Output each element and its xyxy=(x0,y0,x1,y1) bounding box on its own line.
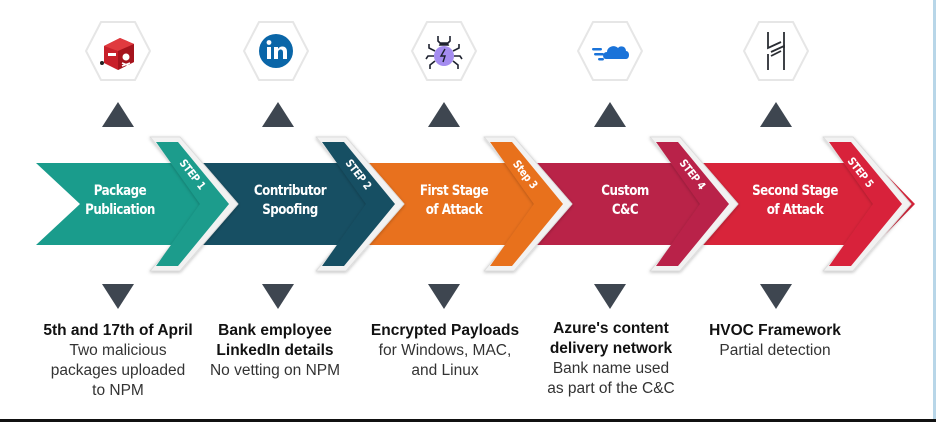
stage-title-line: Spoofing xyxy=(262,202,318,218)
step-description-3: Encrypted Payloads for Windows, MAC, and… xyxy=(360,321,530,381)
stage-title-line: Contributor xyxy=(253,183,327,199)
step-badge-2 xyxy=(315,136,405,272)
down-arrow-icon xyxy=(594,284,626,309)
description-line: and Linux xyxy=(411,362,479,379)
description-title: Encrypted Payloads xyxy=(370,322,520,339)
step-description-4: Azure's content delivery network Bank na… xyxy=(526,319,696,399)
hvoc-framework-icon xyxy=(767,32,785,70)
hex-icon-step-4 xyxy=(576,20,644,82)
fast-cloud-icon xyxy=(592,46,629,61)
hex-icon-step-5 xyxy=(742,20,810,82)
description-line: Partial detection xyxy=(719,342,831,359)
stage-title-2: Contributor Spoofing xyxy=(239,182,341,220)
stage-title-line: Custom xyxy=(601,183,649,199)
step-badge-fill xyxy=(156,142,229,266)
step-badge-4 xyxy=(649,136,739,272)
npm-malware-box-icon xyxy=(100,38,134,70)
step-badge-fill xyxy=(490,142,563,266)
stage-title-line: C&C xyxy=(611,202,639,218)
up-arrow-icon xyxy=(262,102,294,127)
description-title: Bank employee xyxy=(218,322,332,339)
frame-border-bottom xyxy=(0,419,936,422)
up-arrow-icon xyxy=(760,102,792,127)
stage-title-5: Second Stage of Attack xyxy=(744,182,846,220)
up-arrow-icon xyxy=(594,102,626,127)
description-title: Azure's content xyxy=(553,320,669,337)
step-badge-5 xyxy=(822,136,912,272)
stage-title-line: Publication xyxy=(85,202,155,218)
step-badge-fill xyxy=(829,142,902,266)
down-arrow-icon xyxy=(262,284,294,309)
description-line: Two malicious xyxy=(69,342,167,359)
step-badge-fill xyxy=(656,142,729,266)
description-line: Bank name used xyxy=(552,360,670,377)
step-badge-3 xyxy=(483,136,573,272)
hex-icon-step-3 xyxy=(410,20,478,82)
bug-icon xyxy=(425,36,463,69)
stage-title-3: First Stage of Attack xyxy=(403,182,505,220)
up-arrow-icon xyxy=(428,102,460,127)
description-line: No vetting on NPM xyxy=(209,362,341,379)
frame-border-right xyxy=(933,0,936,422)
description-title: LinkedIn details xyxy=(216,342,334,359)
step-description-1: 5th and 17th of April Two malicious pack… xyxy=(33,321,203,401)
stage-title-line: Package xyxy=(93,183,147,199)
hex-icon-step-2 xyxy=(242,20,310,82)
stage-title-line: Second Stage xyxy=(752,183,838,199)
step-badge-1 xyxy=(149,136,239,272)
step-description-2: Bank employee LinkedIn details No vettin… xyxy=(190,321,360,381)
description-line: to NPM xyxy=(92,382,144,399)
step-badge-fill xyxy=(322,142,395,266)
description-title: 5th and 17th of April xyxy=(43,322,193,339)
stage-title-1: Package Publication xyxy=(69,182,171,220)
stage-title-line: First Stage xyxy=(419,183,489,199)
description-line: packages uploaded xyxy=(50,362,186,379)
description-line: for Windows, MAC, xyxy=(378,342,512,359)
down-arrow-icon xyxy=(760,284,792,309)
hex-icon-step-1 xyxy=(84,20,152,82)
linkedin-icon xyxy=(259,34,293,68)
description-line: as part of the C&C xyxy=(547,380,675,397)
stage-title-4: Custom C&C xyxy=(574,182,676,220)
step-description-5: HVOC Framework Partial detection xyxy=(690,321,860,361)
stage-title-line: of Attack xyxy=(425,202,483,218)
description-title: delivery network xyxy=(549,340,673,357)
down-arrow-icon xyxy=(428,284,460,309)
stage-title-line: of Attack xyxy=(766,202,824,218)
up-arrow-icon xyxy=(102,102,134,127)
description-title: HVOC Framework xyxy=(709,322,841,339)
down-arrow-icon xyxy=(102,284,134,309)
